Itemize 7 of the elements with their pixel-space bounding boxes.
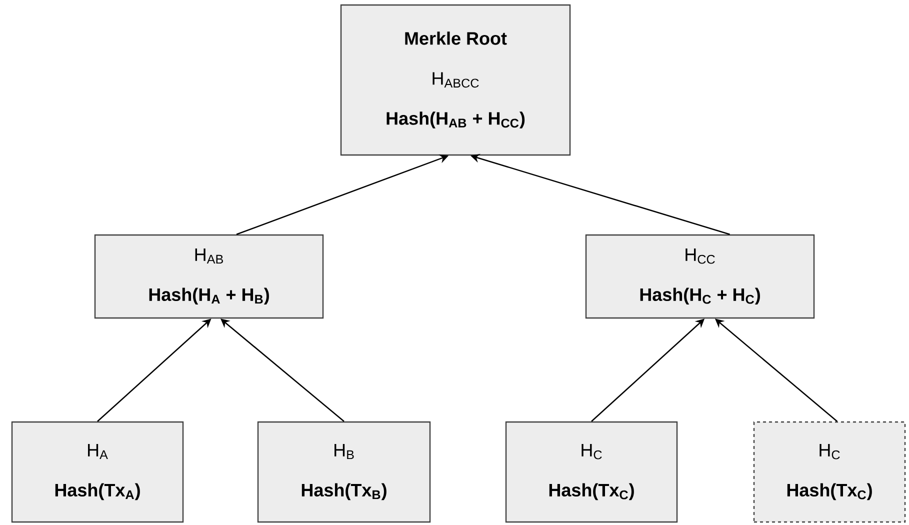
hash-box: H$_{C}$ Hash(Tx$_{C}$) (505, 421, 678, 523)
hash-box: H$_{A}$ Hash(Tx$_{A}$) (11, 421, 184, 523)
hash-box: Merkle Root H$_{ABCC}$ Hash(H$_{AB}$ + H$_{CC}$) (340, 4, 571, 156)
hash-box: H$_{AB}$ Hash(H$_{A}$ + H$_{B}$) (94, 234, 324, 319)
hash-box: H$_{C}$ Hash(Tx$_{C}$) (753, 421, 906, 523)
hash-box: H$_{B}$ Hash(Tx$_{B}$) (257, 421, 431, 523)
hash-box: H$_{CC}$ Hash(H$_{C}$ + H$_{C}$) (585, 234, 815, 319)
